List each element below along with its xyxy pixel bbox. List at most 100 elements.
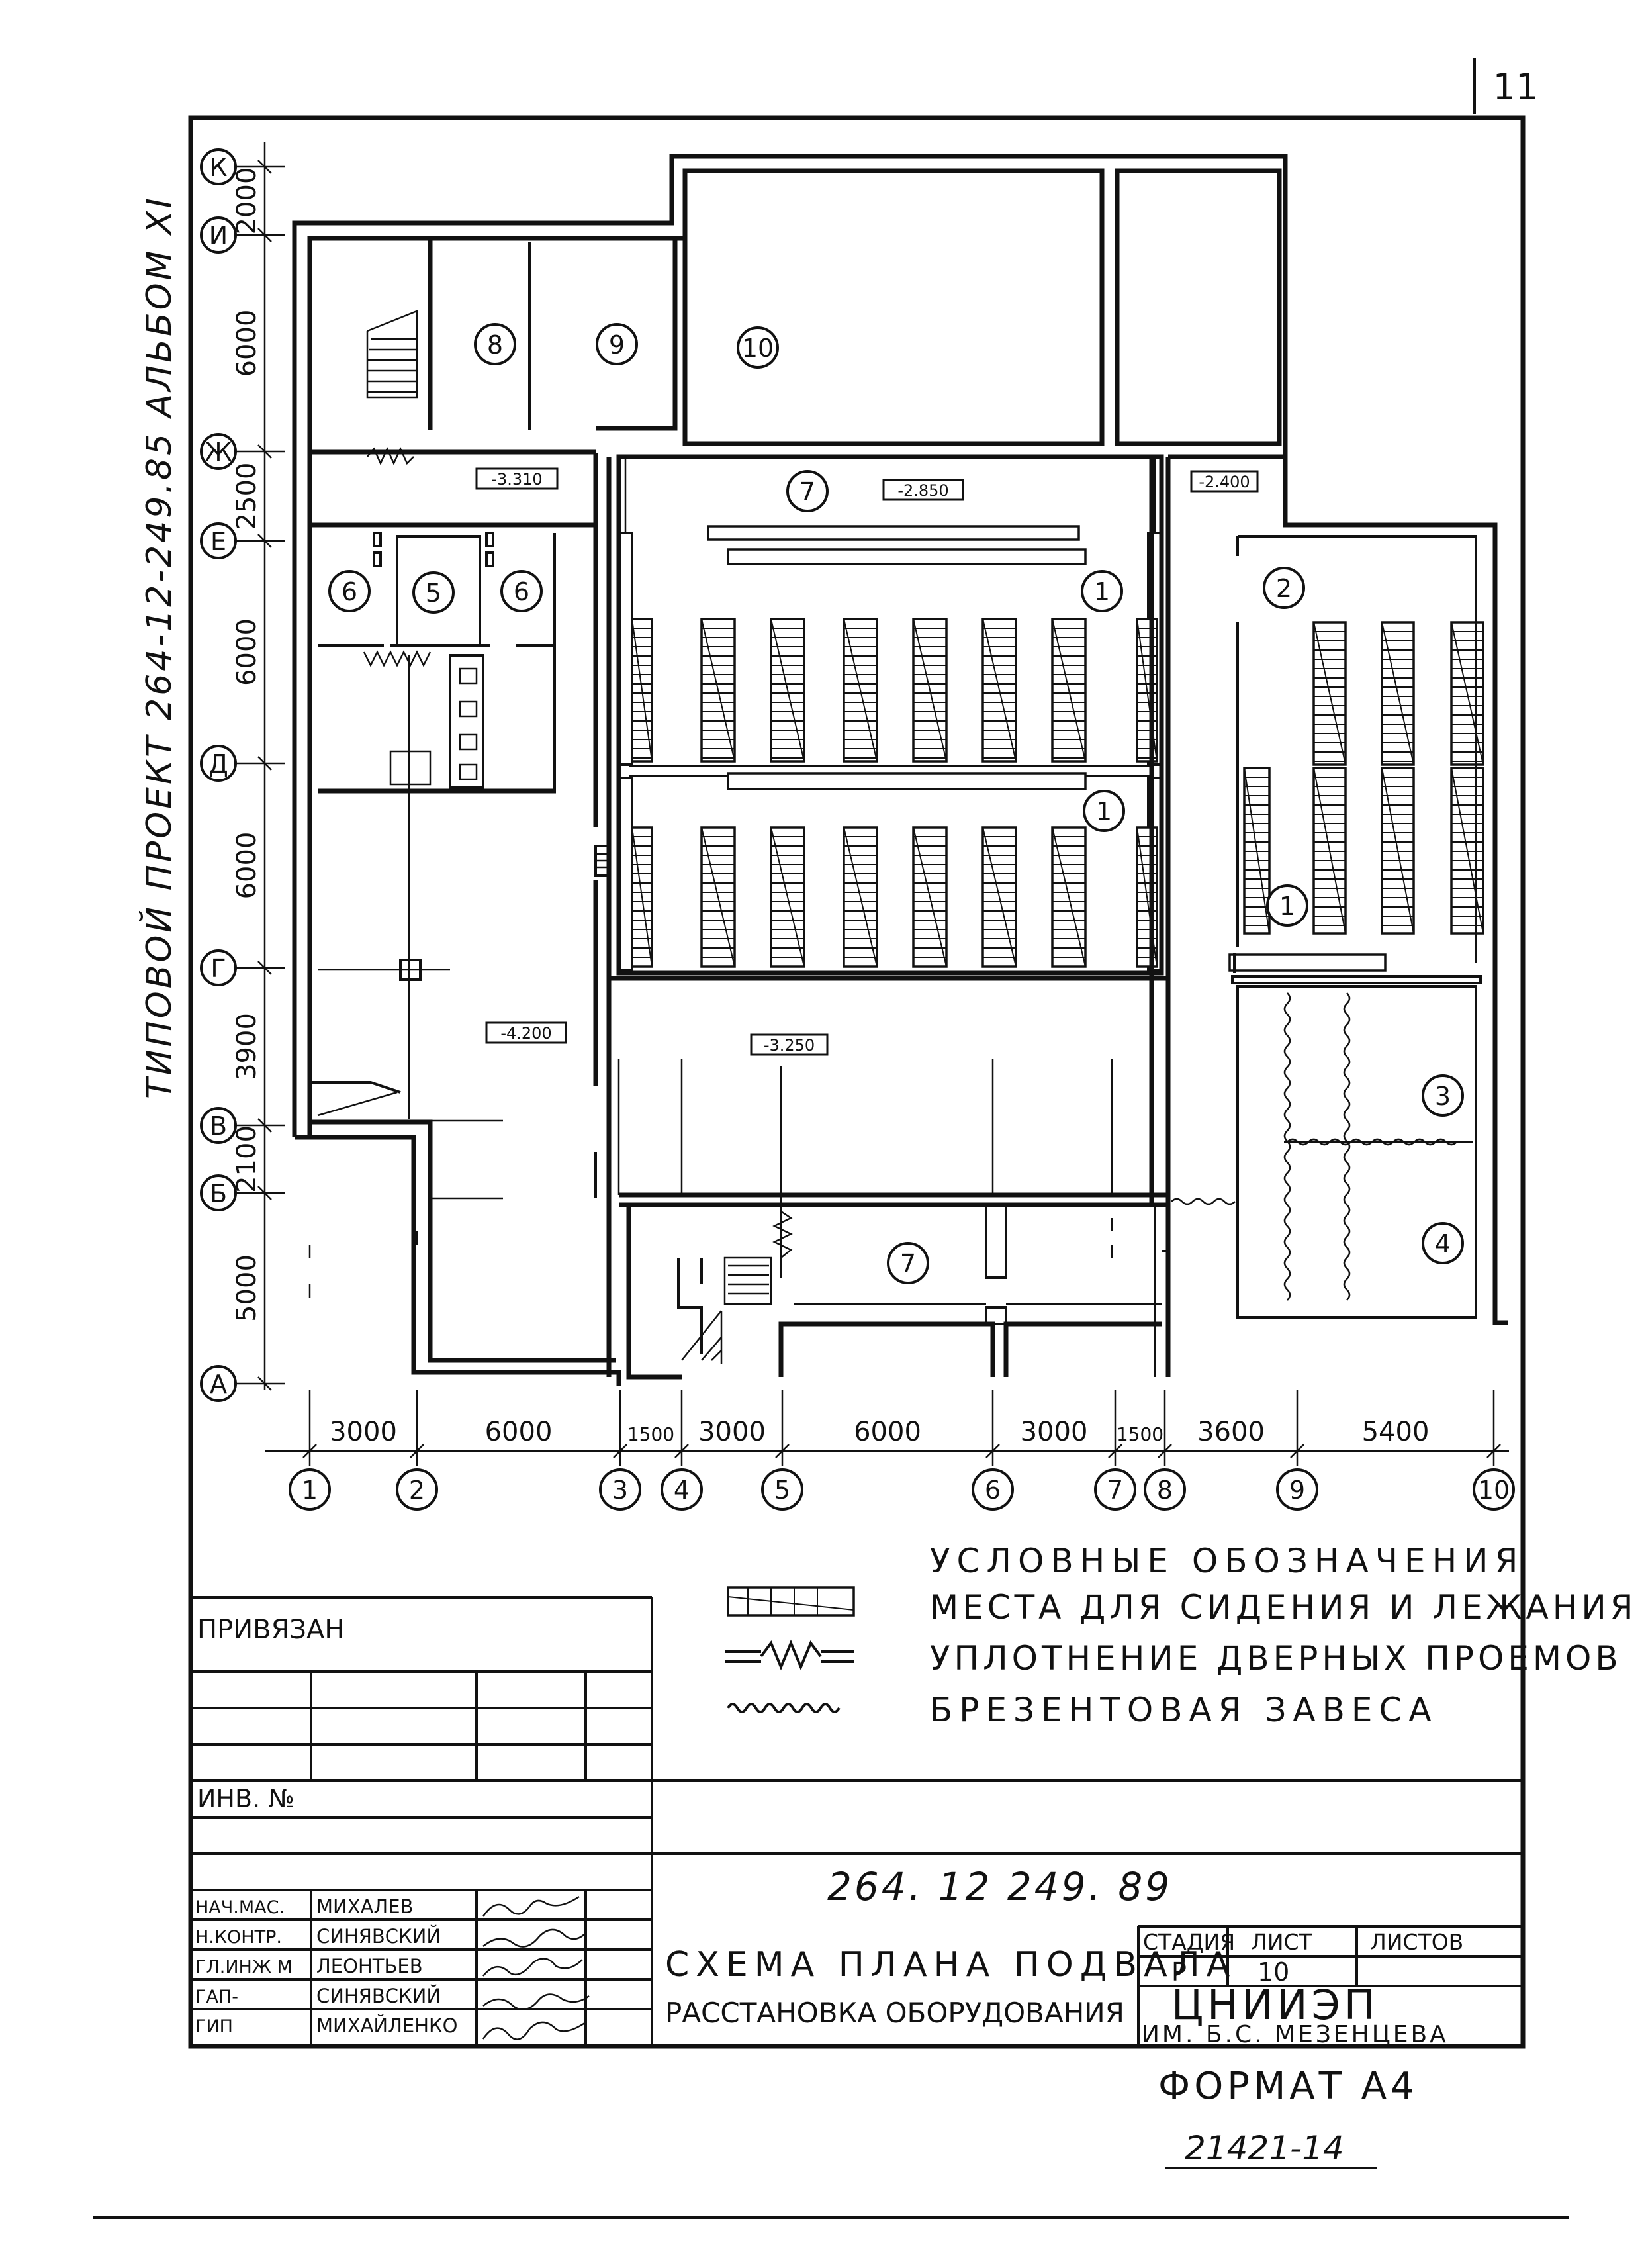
col-axis-label: 8: [1157, 1476, 1173, 1505]
dim-tick: [1158, 1444, 1172, 1458]
room-number: 7: [799, 477, 815, 506]
row-dim-value: 6000: [232, 832, 262, 900]
drawing-title-2: РАССТАНОВКА ОБОРУДОВАНИЯ: [665, 1997, 1124, 2029]
room-number-bubble: [1266, 884, 1308, 927]
room-number: 7: [900, 1249, 916, 1278]
row-axis-label: А: [210, 1370, 227, 1399]
seat-hatch-line: [1381, 622, 1414, 765]
room-number-bubble: [596, 323, 638, 365]
stage-value: Р: [1171, 1958, 1187, 1987]
dim-tick: [302, 1444, 317, 1458]
col-axis-bubble: [1276, 1468, 1318, 1511]
org-name: ЦНИИЭП: [1171, 1981, 1379, 2029]
seat-hatch-line: [1052, 618, 1086, 762]
row-axis-label: Ж: [205, 438, 232, 467]
curtain-lines: [1171, 992, 1457, 1301]
col-axis-bubble: [1473, 1468, 1515, 1511]
room-number: 6: [342, 577, 357, 606]
seat-rows-hall: [707, 525, 1387, 972]
seat-hatch-line: [701, 618, 735, 762]
role-person: СИНЯВСКИЙ: [316, 1985, 441, 2007]
room-number-bubble: [412, 571, 455, 614]
room-number-bubble: [474, 323, 516, 365]
col-axis-label: 3: [612, 1476, 628, 1505]
role-title: ГАП-: [195, 1987, 238, 2007]
dim-tick: [674, 1444, 689, 1458]
role-person: МИХАЙЛЕНКО: [316, 2014, 457, 2037]
col-axis-label: 1: [302, 1476, 318, 1505]
row-dim-value: 5000: [232, 1254, 262, 1322]
role-person: МИХАЛЕВ: [316, 1895, 413, 1918]
col-dim-value: 3000: [698, 1417, 766, 1447]
seat-hatch-line: [1313, 622, 1346, 765]
col-axis-label: 6: [985, 1476, 1001, 1505]
inventory-number: 21421-14: [1185, 2129, 1344, 2167]
sheets-label: ЛИСТОВ: [1370, 1929, 1463, 1955]
col-axis-bubble: [289, 1468, 331, 1511]
room-number: 5: [426, 579, 441, 608]
room-number-bubble: [786, 470, 829, 512]
col-axis-bubble: [599, 1468, 641, 1511]
col-axis-label: 7: [1107, 1476, 1123, 1505]
room-number: 4: [1435, 1229, 1451, 1258]
inv-no-label: ИНВ. №: [197, 1784, 295, 1813]
col-axis-label: 9: [1289, 1476, 1305, 1505]
elevation-marks: -3.310-2.850-2.400-4.200-3.250: [475, 467, 1259, 1056]
room-number: 1: [1279, 892, 1295, 921]
col-axis-bubble: [972, 1468, 1014, 1511]
elevation-value: -3.250: [764, 1036, 815, 1055]
seat-hatch-line: [913, 618, 947, 762]
room-number-bubble: [1083, 790, 1125, 832]
room-number: 9: [609, 330, 625, 359]
room-number-bubble: [500, 570, 543, 612]
elevation-box: [475, 467, 559, 490]
col-axis-bubble: [761, 1468, 803, 1511]
page-number: 11: [1493, 66, 1539, 108]
role-title: Н.КОНТР.: [195, 1927, 282, 1948]
row-dim-value: 6000: [232, 310, 262, 377]
legend-curtain-symbol: [727, 1703, 841, 1713]
seat-hatch-line: [1451, 767, 1484, 934]
org-subtitle: ИМ. Б.С. МЕЗЕНЦЕВА: [1142, 2021, 1449, 2048]
col-axis-label: 2: [409, 1476, 425, 1505]
row-dim-value: 2500: [232, 463, 262, 530]
stair-bottom: [677, 1256, 772, 1364]
seat-hatch-line: [770, 618, 805, 762]
col-axis-bubble: [661, 1468, 703, 1511]
room-number-bubble: [1422, 1074, 1464, 1117]
legend-item-seat: МЕСТА ДЛЯ СИДЕНИЯ И ЛЕЖАНИЯ: [930, 1588, 1637, 1627]
legend: УСЛОВНЫЕ ОБОЗНАЧЕНИЯ МЕСТА ДЛЯ СИДЕНИЯ И…: [725, 1542, 1637, 1729]
album-title: ТИПОВОЙ ПРОЕКТ 264-12-249.85 АЛЬБОМ XI: [139, 195, 179, 1099]
room-number: 10: [742, 334, 774, 363]
privyazan-label: ПРИВЯЗАН: [197, 1615, 344, 1645]
seat-hatch-line: [843, 618, 878, 762]
seat-hatch-line: [843, 827, 878, 967]
room-number-bubble: [328, 570, 371, 612]
room-number-bubble: [1081, 570, 1123, 612]
legend-seat-symbol: [727, 1586, 855, 1617]
stair-top: [366, 310, 418, 399]
legend-item-curtain: БРЕЗЕНТОВАЯ ЗАВЕСА: [930, 1691, 1438, 1729]
legend-seal-symbol: [725, 1639, 854, 1671]
col-dim-value: 6000: [854, 1417, 921, 1447]
elevation-box: [485, 1021, 567, 1044]
room-number: 1: [1094, 577, 1110, 606]
floor-plan: [292, 154, 1508, 1386]
room-number-bubble: [887, 1242, 929, 1284]
drawing-code: 264. 12 249. 89: [827, 1864, 1172, 1909]
col-dim-value: 1500: [627, 1423, 674, 1445]
col-axis-label: 4: [674, 1476, 690, 1505]
col-axis-bubble: [1094, 1468, 1136, 1511]
col-dim-value: 3000: [1021, 1417, 1088, 1447]
elevation-box: [882, 479, 964, 501]
sheet-label: ЛИСТ: [1251, 1929, 1313, 1955]
row-dim-value: 3900: [232, 1013, 262, 1080]
row-dim-value: 6000: [232, 618, 262, 686]
row-axis-label: И: [209, 221, 228, 250]
elevation-value: -2.400: [1199, 473, 1250, 491]
sheet-frame: [188, 115, 1526, 2049]
room-number: 6: [514, 577, 529, 606]
seat-columns-hall: [631, 618, 1484, 968]
